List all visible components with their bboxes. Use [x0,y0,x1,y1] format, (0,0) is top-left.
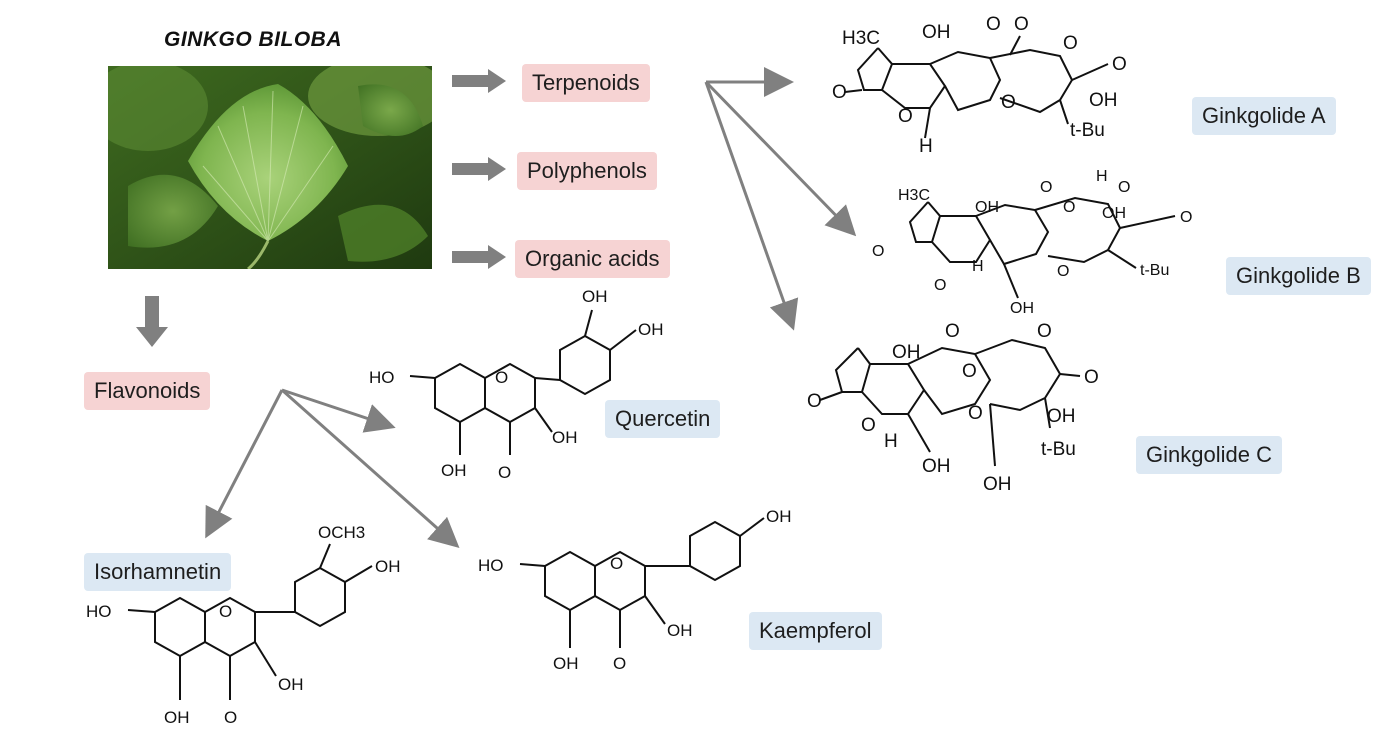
atom-label: O [1040,179,1052,196]
atom-label: OH [375,557,401,576]
atom-label: OH [278,675,304,694]
arrow-to-quercetin [281,388,396,433]
atom-label: O [1057,263,1069,280]
atom-label: O [872,243,884,260]
atom-label: OH [1102,205,1126,222]
ginkgolide-c-structure: OH O O O O O O O OH t-Bu H OH OH [807,321,1099,495]
atom-label: H3C [898,187,930,204]
atom-label: O [1001,92,1016,113]
quercetin-structure: OH OH HO O OH OH O [369,287,664,482]
atom-label: O [495,368,508,387]
atom-label: O [1063,33,1078,54]
atom-label: t-Bu [1070,120,1105,141]
arrow-to-organic-acids [452,245,506,269]
atom-label: OH [1047,406,1076,427]
arrow-to-ginkgolide-b [704,80,857,237]
atom-label: OH [922,456,951,477]
atom-label: OH [1089,90,1118,111]
atom-label: t-Bu [1140,262,1169,279]
atom-label: OH [667,621,693,640]
isorhamnetin-structure: OCH3 OH HO O OH OH O [86,523,401,727]
arrow-to-flavonoids [136,296,168,347]
arrow-to-kaempferol [281,388,460,548]
atom-label: O [898,106,913,127]
compound-ginkgolide-a: Ginkgolide A [1192,97,1336,135]
atom-label: O [986,14,1001,35]
arrow-to-isorhamnetin [205,389,284,539]
atom-label: OH [983,474,1012,495]
arrow-to-ginkgolide-c [704,81,799,331]
atom-label: O [1112,54,1127,75]
atom-label: O [1037,321,1052,342]
atom-label: OH [975,199,999,216]
atom-label: OCH3 [318,523,365,542]
atom-label: O [1084,367,1099,388]
atom-label: HO [478,556,504,575]
atom-label: OH [766,507,792,526]
atom-label: O [807,391,822,412]
atom-label: OH [164,708,190,727]
compound-isorhamnetin: Isorhamnetin [84,553,232,591]
compound-ginkgolide-c: Ginkgolide C [1136,436,1282,474]
atom-label: OH [552,428,578,447]
ginkgolide-a-structure: H3C OH O O O O O O O OH t-Bu H [832,14,1127,157]
compound-quercetin: Quercetin [605,400,721,438]
atom-label: OH [582,287,608,306]
atom-label: HO [369,368,395,387]
class-polyphenols: Polyphenols [517,152,657,190]
ginkgolide-b-structure: H3C OH O H O O OH O O O O t-Bu H OH [872,168,1192,317]
kaempferol-structure: OH HO O OH OH O [478,507,792,673]
source-title: GINKGO BILOBA [164,28,342,51]
atom-label: OH [1010,300,1034,317]
atom-label: O [1063,199,1075,216]
atom-label: OH [441,461,467,480]
class-organic-acids: Organic acids [515,240,670,278]
atom-label: H [1096,168,1108,185]
ginkgo-leaf-photo [108,66,432,269]
atom-label: O [498,463,511,482]
atom-label: HO [86,602,112,621]
atom-label: t-Bu [1041,439,1076,460]
atom-label: H [972,258,984,275]
arrow-to-polyphenols [452,157,506,181]
atom-label: H [919,136,933,157]
atom-label: OH [553,654,579,673]
atom-label: O [1014,14,1029,35]
atom-label: OH [638,320,664,339]
atom-h3c: H3C [842,28,880,49]
class-terpenoids: Terpenoids [522,64,650,102]
atom-label: O [1180,209,1192,226]
atom-label: O [962,361,977,382]
atom-label: O [945,321,960,342]
atom-label: H [884,431,898,452]
atom-label: O [861,415,876,436]
atom-label: O [968,403,983,424]
atom-label: O [832,82,847,103]
atom-label: O [219,602,232,621]
atom-label: O [1118,179,1130,196]
compound-kaempferol: Kaempferol [749,612,882,650]
atom-label: OH [922,22,951,43]
compound-ginkgolide-b: Ginkgolide B [1226,257,1371,295]
atom-label: O [934,277,946,294]
atom-label: OH [892,342,921,363]
arrow-to-terpenoids [452,69,506,93]
atom-label: O [224,708,237,727]
class-flavonoids: Flavonoids [84,372,211,410]
atom-label: O [613,654,626,673]
atom-label: O [610,554,623,573]
